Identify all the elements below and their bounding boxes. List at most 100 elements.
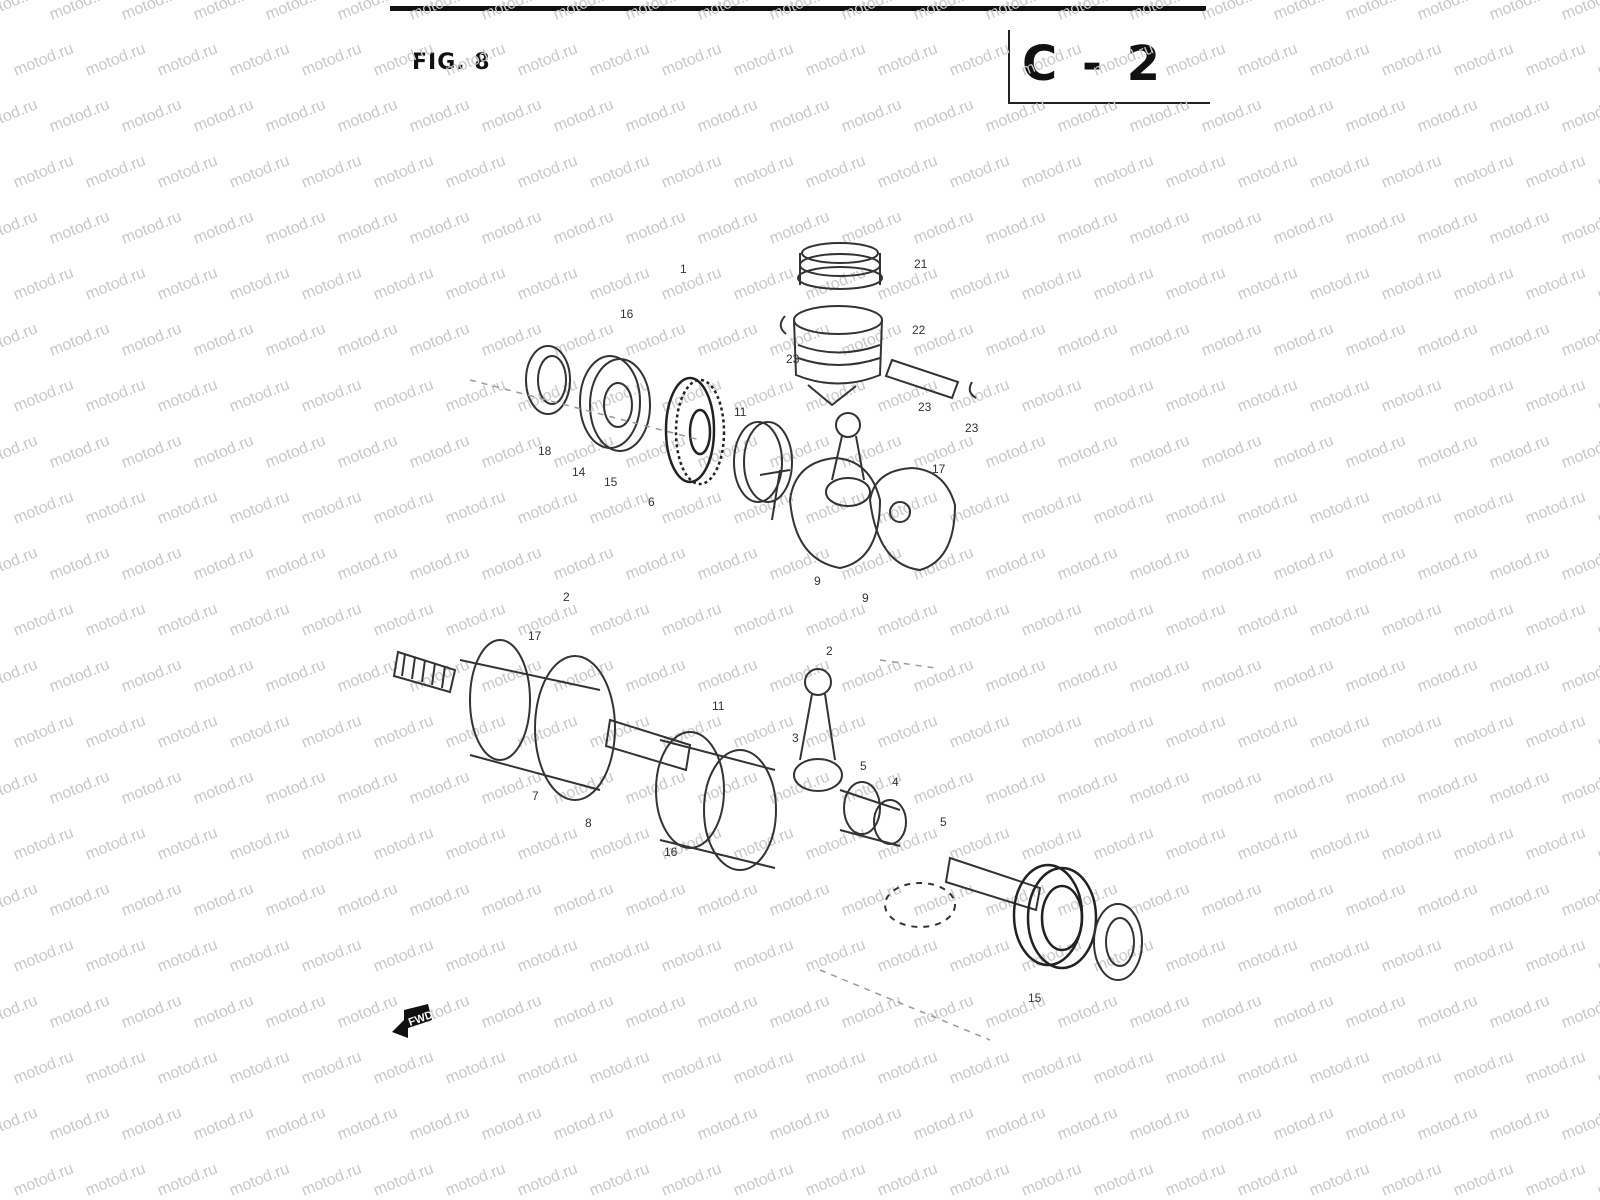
- right-shaft: [884, 856, 1042, 928]
- watermark-text: motod.ru: [515, 600, 580, 639]
- watermark-text: motod.ru: [191, 656, 256, 695]
- watermark-text: motod.ru: [1199, 432, 1264, 471]
- watermark-text: motod.ru: [731, 600, 796, 639]
- watermark-text: motod.ru: [695, 656, 760, 695]
- watermark-text: motod.ru: [155, 40, 220, 79]
- watermark-text: motod.ru: [731, 152, 796, 191]
- watermark-text: motod.ru: [695, 880, 760, 919]
- watermark-text: motod.ru: [947, 936, 1012, 975]
- watermark-text: motod.ru: [1487, 320, 1552, 359]
- watermark-text: motod.ru: [1523, 936, 1588, 975]
- watermark-text: motod.ru: [731, 488, 796, 527]
- watermark-text: motod.ru: [1271, 320, 1336, 359]
- watermark-text: motod.ru: [1235, 824, 1300, 863]
- watermark-text: motod.ru: [11, 40, 76, 79]
- watermark-text: motod.ru: [839, 544, 904, 583]
- watermark-text: motod.ru: [11, 152, 76, 191]
- watermark-text: motod.ru: [1055, 656, 1120, 695]
- watermark-text: motod.ru: [47, 208, 112, 247]
- watermark-text: motod.ru: [227, 152, 292, 191]
- watermark-text: motod.ru: [551, 208, 616, 247]
- watermark-text: motod.ru: [1451, 40, 1516, 79]
- watermark-text: motod.ru: [1235, 1160, 1300, 1199]
- callout-number: 4: [892, 775, 899, 789]
- watermark-text: motod.ru: [551, 1104, 616, 1143]
- callout-number: 8: [585, 816, 592, 830]
- watermark-text: motod.ru: [803, 824, 868, 863]
- watermark-text: motod.ru: [155, 1160, 220, 1199]
- watermark-text: motod.ru: [1523, 264, 1588, 303]
- watermark-text: motod.ru: [1415, 320, 1480, 359]
- crank-pin-shaft: [604, 718, 692, 772]
- callout-number: 11: [734, 405, 747, 419]
- watermark-text: motod.ru: [47, 320, 112, 359]
- watermark-text: motod.ru: [587, 712, 652, 751]
- watermark-text: motod.ru: [1127, 208, 1192, 247]
- watermark-text: motod.ru: [767, 208, 832, 247]
- watermark-text: motod.ru: [515, 264, 580, 303]
- watermark-text: motod.ru: [299, 152, 364, 191]
- watermark-text: motod.ru: [659, 1048, 724, 1087]
- watermark-text: motod.ru: [803, 712, 868, 751]
- watermark-text: motod.ru: [1415, 992, 1480, 1031]
- watermark-text: motod.ru: [659, 1160, 724, 1199]
- watermark-text: motod.ru: [479, 0, 544, 24]
- watermark-text: motod.ru: [803, 152, 868, 191]
- watermark-text: motod.ru: [1451, 1048, 1516, 1087]
- watermark-text: motod.ru: [263, 320, 328, 359]
- watermark-text: motod.ru: [443, 1160, 508, 1199]
- watermark-text: motod.ru: [1379, 376, 1444, 415]
- watermark-text: motod.ru: [515, 488, 580, 527]
- watermark-text: motod.ru: [515, 936, 580, 975]
- watermark-text: motod.ru: [983, 320, 1048, 359]
- watermark-text: motod.ru: [1343, 0, 1408, 24]
- watermark-text: motod.ru: [479, 208, 544, 247]
- watermark-text: motod.ru: [1343, 992, 1408, 1031]
- center-lines: [469, 379, 991, 1041]
- watermark-text: motod.ru: [119, 992, 184, 1031]
- watermark-text: motod.ru: [47, 768, 112, 807]
- callout-number: 11: [712, 699, 725, 713]
- primary-drive-gear: [664, 376, 726, 486]
- watermark-text: motod.ru: [227, 264, 292, 303]
- watermark-text: motod.ru: [407, 0, 472, 24]
- callout-number: 16: [620, 307, 634, 321]
- watermark-text: motod.ru: [11, 264, 76, 303]
- watermark-text: motod.ru: [1595, 1160, 1600, 1199]
- watermark-text: motod.ru: [911, 0, 976, 24]
- watermark-text: motod.ru: [479, 544, 544, 583]
- watermark-text: motod.ru: [695, 544, 760, 583]
- watermark-text: motod.ru: [587, 824, 652, 863]
- watermark-text: motod.ru: [155, 1048, 220, 1087]
- watermark-text: motod.ru: [1343, 432, 1408, 471]
- watermark-text: motod.ru: [1523, 40, 1588, 79]
- watermark-text: motod.ru: [299, 600, 364, 639]
- watermark-text: motod.ru: [335, 208, 400, 247]
- circlips: [779, 315, 977, 399]
- watermark-text: motod.ru: [11, 1160, 76, 1199]
- watermark-text: motod.ru: [1559, 320, 1600, 359]
- watermark-text: motod.ru: [47, 1104, 112, 1143]
- watermark-text: motod.ru: [1415, 96, 1480, 135]
- watermark-text: motod.ru: [659, 488, 724, 527]
- watermark-text: motod.ru: [839, 0, 904, 24]
- watermark-text: motod.ru: [1055, 96, 1120, 135]
- watermark-text: motod.ru: [1163, 376, 1228, 415]
- watermark-text: motod.ru: [119, 656, 184, 695]
- watermark-text: motod.ru: [911, 1104, 976, 1143]
- watermark-text: motod.ru: [1379, 1160, 1444, 1199]
- watermark-text: motod.ru: [767, 656, 832, 695]
- watermark-text: motod.ru: [587, 152, 652, 191]
- watermark-text: motod.ru: [551, 880, 616, 919]
- watermark-text: motod.ru: [803, 488, 868, 527]
- watermark-text: motod.ru: [407, 208, 472, 247]
- watermark-text: motod.ru: [443, 936, 508, 975]
- watermark-text: motod.ru: [155, 264, 220, 303]
- watermark-text: motod.ru: [1199, 1104, 1264, 1143]
- watermark-text: motod.ru: [1451, 1160, 1516, 1199]
- watermark-text: motod.ru: [1127, 0, 1192, 24]
- callout-number: 18: [538, 444, 552, 458]
- watermark-text: motod.ru: [263, 432, 328, 471]
- watermark-text: motod.ru: [227, 376, 292, 415]
- watermark-text: motod.ru: [83, 1048, 148, 1087]
